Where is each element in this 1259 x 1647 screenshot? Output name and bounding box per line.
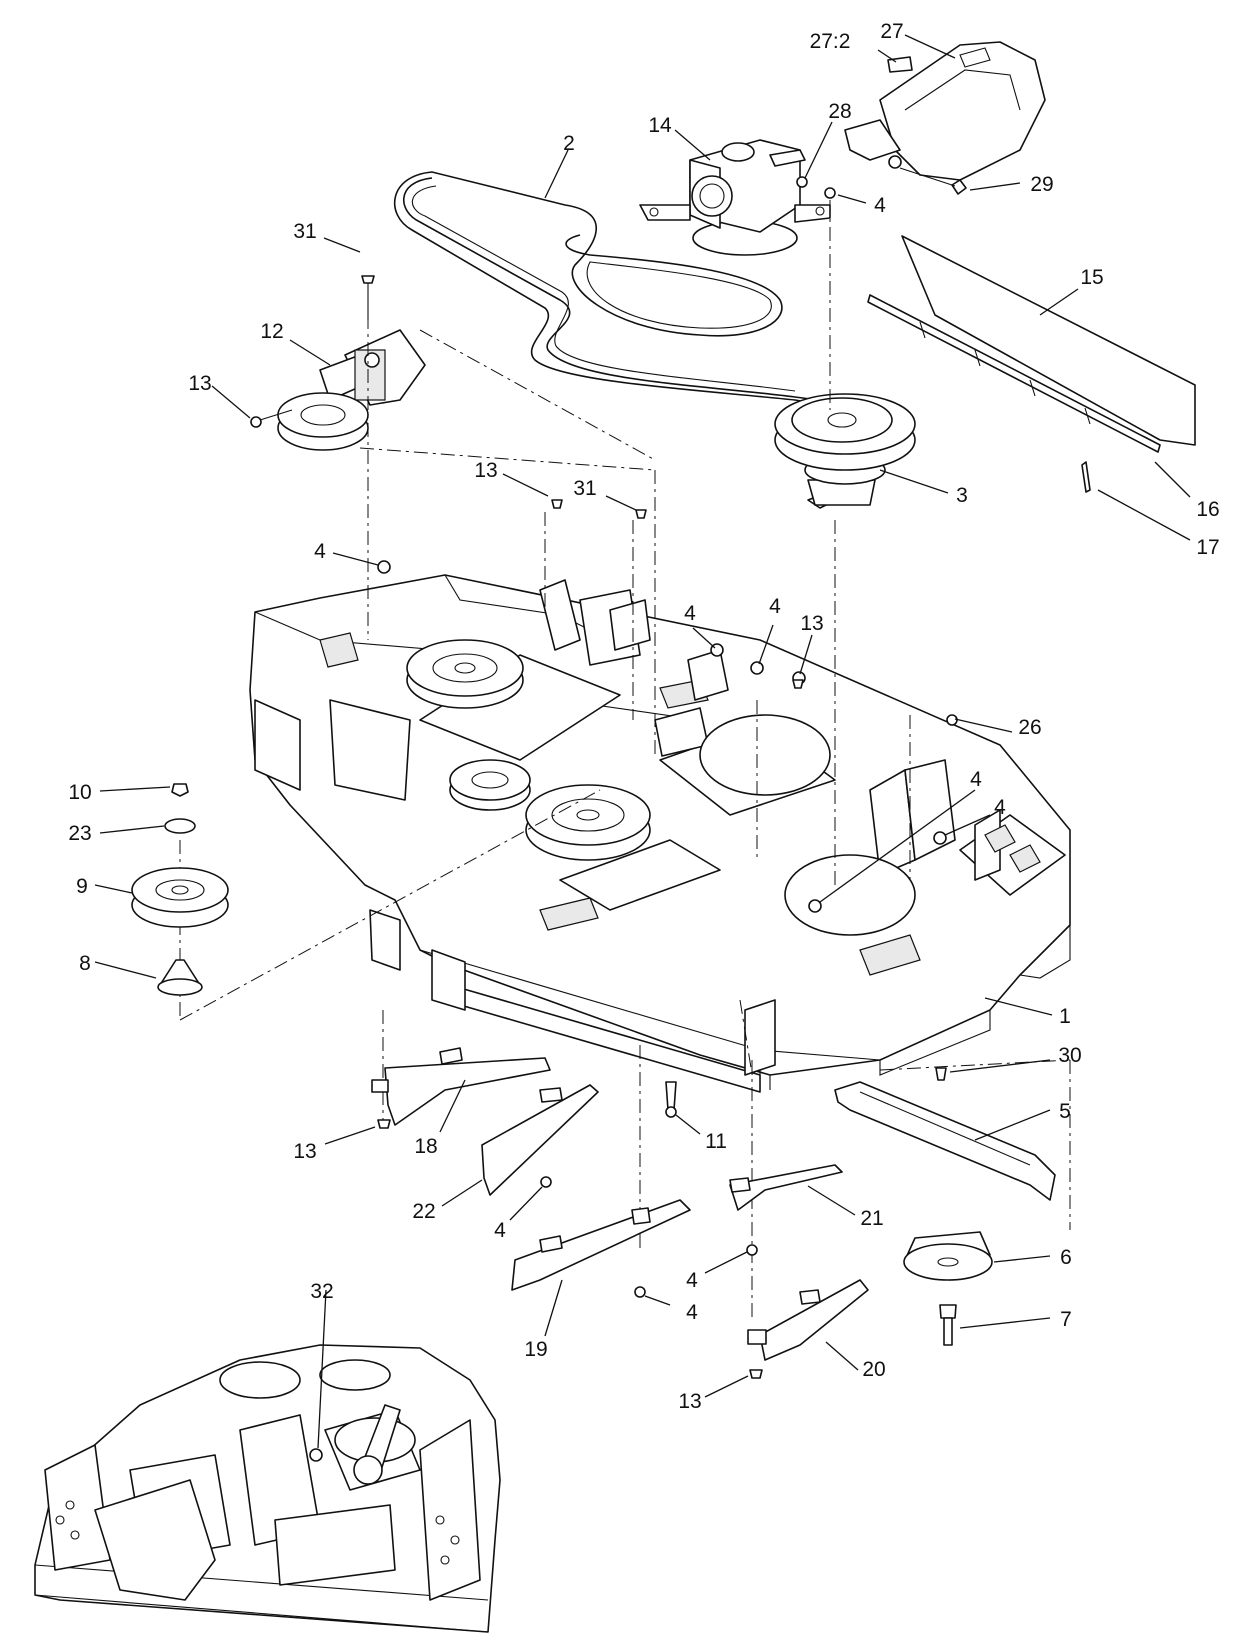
bolt-29	[899, 167, 967, 195]
callout-19: 19	[524, 1338, 547, 1361]
callout-4: 4	[769, 595, 781, 618]
deck-hardware	[377, 499, 958, 913]
callout-32: 32	[310, 1280, 333, 1303]
callout-2: 2	[563, 132, 575, 155]
deck-idler-pulley	[449, 759, 531, 811]
callout-12: 12	[260, 320, 283, 343]
bolt-11	[665, 1081, 677, 1118]
callout-11: 11	[705, 1130, 727, 1153]
callout-8: 8	[79, 952, 91, 975]
callout-4: 4	[686, 1269, 698, 1292]
washer-28	[796, 176, 808, 188]
callout-13: 13	[474, 459, 497, 482]
callout-13: 13	[293, 1140, 316, 1163]
callout-7: 7	[1060, 1308, 1072, 1331]
callout-31: 31	[293, 220, 316, 243]
baffle-20	[747, 1279, 869, 1361]
drive-belt	[394, 171, 861, 419]
blade-hub-6	[903, 1231, 993, 1281]
inset-view	[34, 1344, 501, 1633]
washer-23	[164, 818, 196, 834]
bolt-30	[935, 1067, 947, 1081]
callout-13: 13	[800, 612, 823, 635]
bolt-13-lower-right	[749, 1369, 763, 1379]
callout-27: 27	[880, 20, 903, 43]
callout-29: 29	[1030, 173, 1053, 196]
spacer-8	[157, 959, 203, 996]
callout-5: 5	[1059, 1100, 1071, 1123]
callout-14: 14	[648, 114, 672, 137]
callout-31: 31	[573, 477, 596, 500]
callout-26: 26	[1018, 716, 1041, 739]
callout-3: 3	[956, 484, 968, 507]
callout-27-2: 27:2	[810, 30, 851, 53]
callout-1: 1	[1059, 1005, 1071, 1028]
bolt-13-idler	[250, 409, 293, 428]
callout-15: 15	[1080, 266, 1103, 289]
callout-4: 4	[970, 768, 982, 791]
main-spindle-pulley	[774, 393, 916, 509]
leader-lines	[94, 34, 1191, 1449]
callout-18: 18	[414, 1135, 437, 1158]
idler-arm-assembly	[277, 329, 426, 451]
baffle-18	[371, 1047, 551, 1126]
nut-4-lower-a	[540, 1176, 552, 1188]
nut-10	[171, 783, 189, 797]
nut-4-lower-c	[634, 1286, 646, 1298]
deck-pulley-center	[525, 784, 651, 861]
callout-17: 17	[1196, 536, 1219, 559]
callout-4: 4	[314, 540, 326, 563]
callout-4: 4	[994, 796, 1006, 819]
strip-16	[867, 294, 1161, 493]
callout-4: 4	[874, 194, 886, 217]
callout-22: 22	[412, 1200, 435, 1223]
callout-20: 20	[862, 1358, 885, 1381]
callout-4: 4	[494, 1219, 506, 1242]
deck-opening-rear	[699, 714, 831, 796]
baffle-19	[511, 1199, 691, 1291]
callout-30: 30	[1058, 1044, 1081, 1067]
belt-cover	[844, 41, 1046, 181]
gearbox-assembly	[639, 139, 831, 256]
callout-4: 4	[686, 1301, 698, 1324]
callout-13: 13	[188, 372, 211, 395]
callout-10: 10	[68, 781, 91, 804]
deck-opening-right	[784, 854, 916, 936]
nut-4-top	[824, 187, 836, 199]
callout-labels: 27:2 27 14 28 2 29 4 31 15 12 13 16 13 3…	[68, 20, 1219, 1413]
callout-13: 13	[678, 1390, 701, 1413]
callout-28: 28	[828, 100, 851, 123]
callout-6: 6	[1060, 1246, 1072, 1269]
callout-23: 23	[68, 822, 91, 845]
nut-4-lower-b	[746, 1244, 758, 1256]
bolt-7	[939, 1304, 957, 1346]
baffle-21	[729, 1164, 843, 1211]
pulley-9	[131, 867, 229, 928]
bolt-13-lower-left	[377, 1119, 391, 1129]
baffle-15	[901, 235, 1196, 446]
deck-pulley-left	[406, 639, 524, 709]
callout-16: 16	[1196, 498, 1219, 521]
baffle-22	[481, 1084, 599, 1196]
callout-4: 4	[684, 602, 696, 625]
blade-5	[834, 1081, 1056, 1201]
callout-21: 21	[860, 1207, 883, 1230]
callout-9: 9	[76, 875, 88, 898]
